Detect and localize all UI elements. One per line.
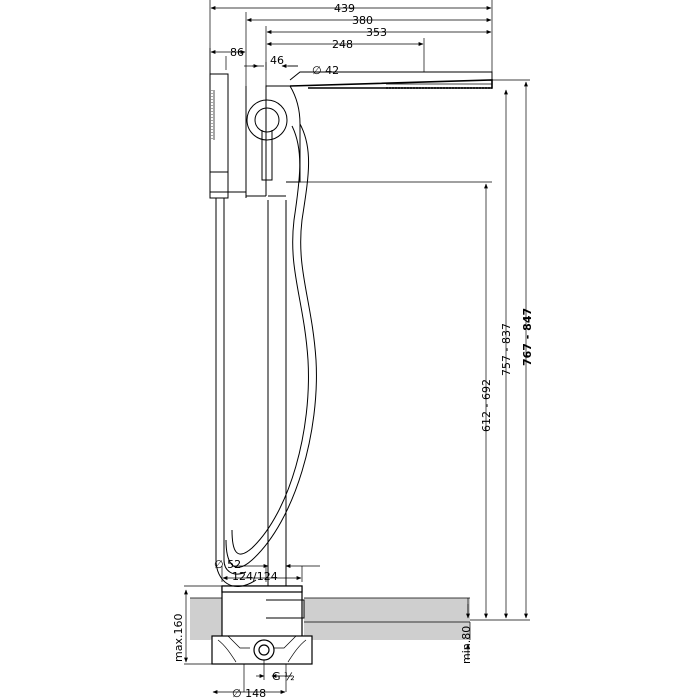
shower-hose [225,123,317,568]
dim-46: 46 [270,54,284,67]
hand-shower[interactable] [209,73,257,587]
dim-248: 248 [332,38,353,51]
dim-767-847: 767 - 847 [521,308,534,366]
floor-section [190,597,470,640]
faucet-column [245,85,290,586]
installation-box [211,585,313,692]
spout [286,71,493,183]
dim-353: 353 [366,26,387,39]
dimension-lines-top [209,0,493,86]
dim-min-80: min.80 [460,626,473,664]
dim-380: 380 [352,14,373,27]
dim-max-160: max.160 [172,614,185,662]
dim-diameter-42: ∅ 42 [312,64,339,77]
dimension-lines-right [300,79,530,660]
dimension-lines-bottom [184,564,320,694]
dim-757-837: 757 - 837 [500,323,513,376]
dim-612-692: 612 - 692 [480,379,493,432]
dim-diameter-148: ∅ 148 [232,687,266,700]
dim-diameter-52: ∅ 52 [214,558,241,571]
dim-439: 439 [334,2,355,15]
mixer-lever[interactable] [246,99,288,181]
dim-86: 86 [230,46,244,59]
dim-124-124: 124/124 [232,570,278,583]
dim-thread-g-half: G ½ [272,670,295,683]
